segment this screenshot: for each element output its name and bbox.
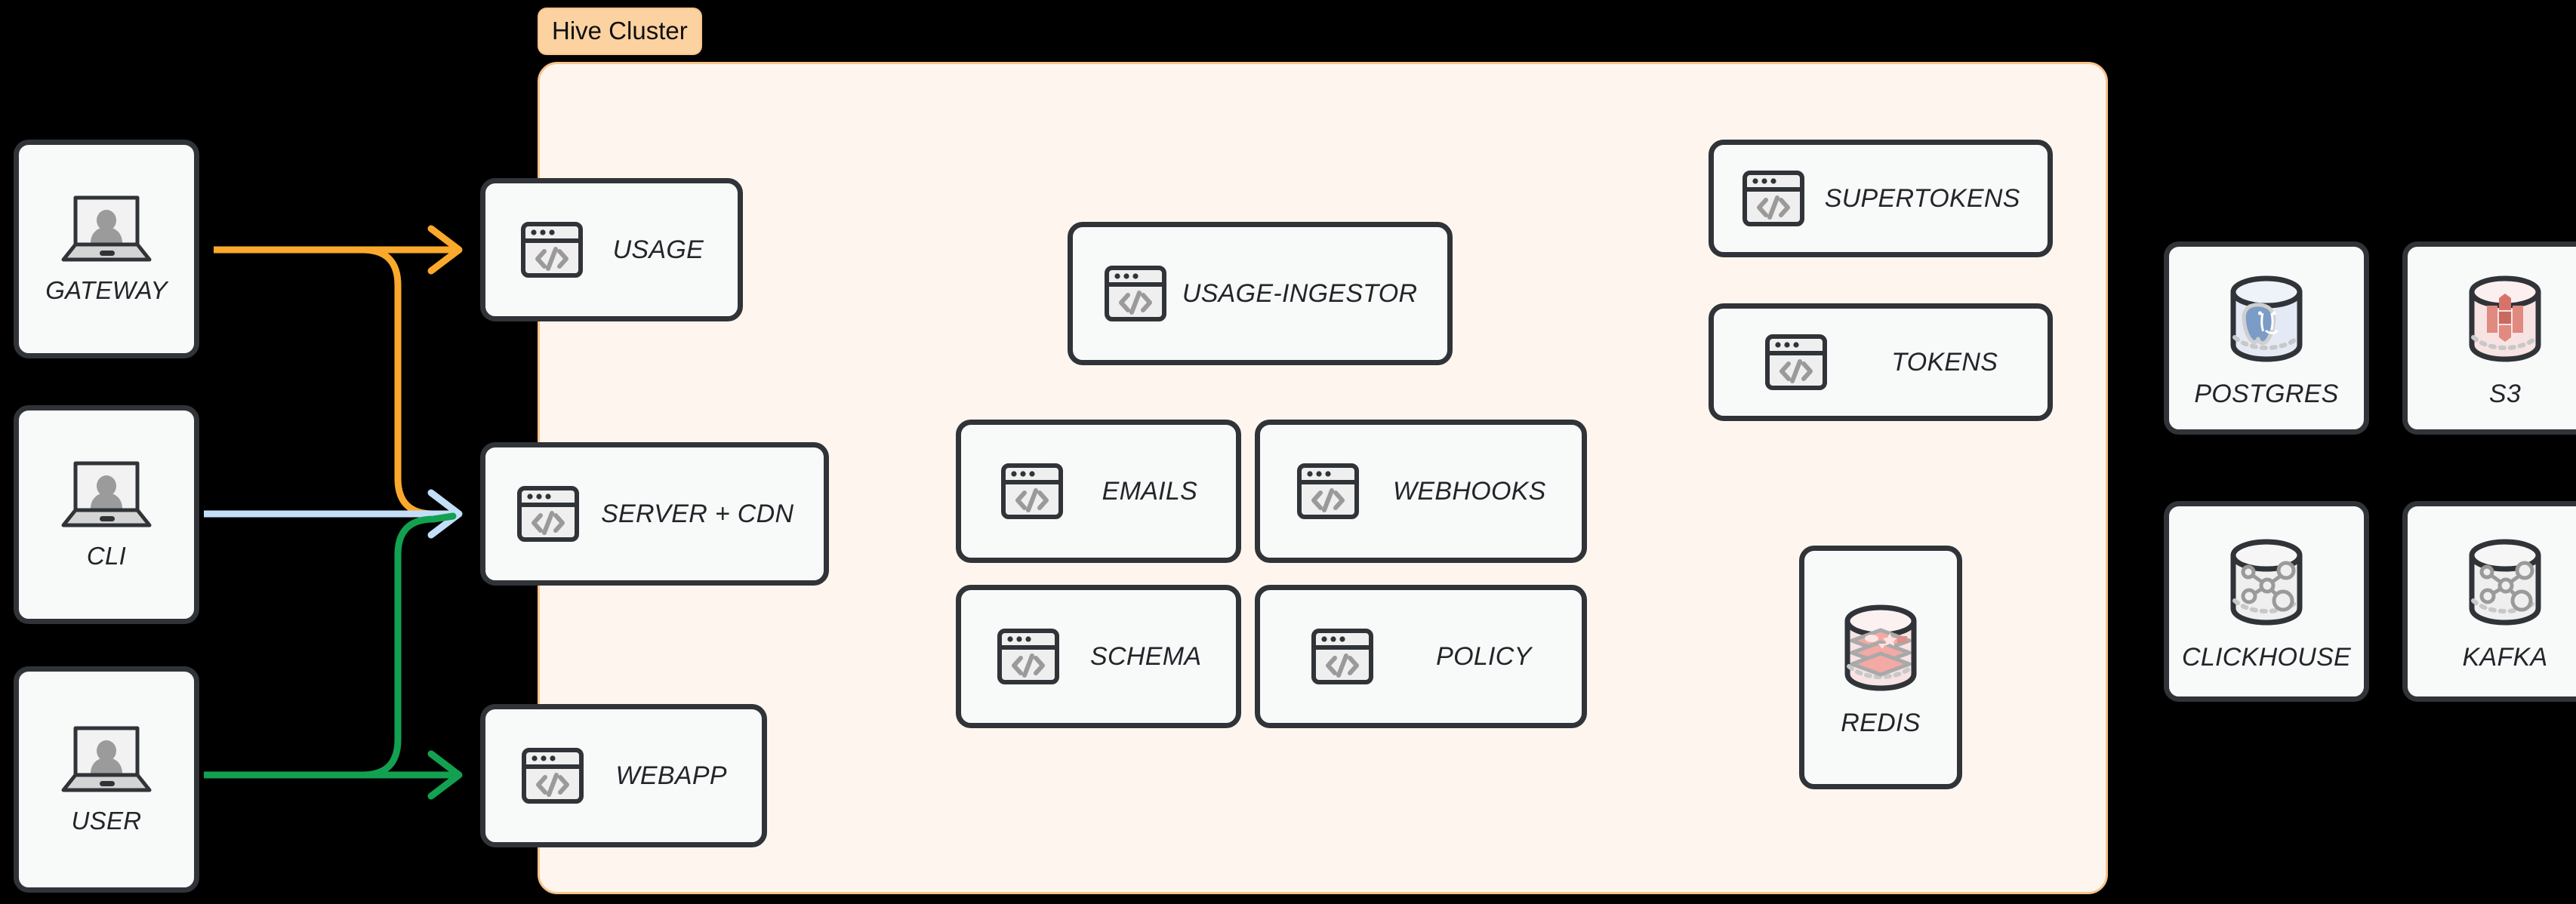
node-label: S3: [2488, 379, 2522, 408]
node-label: SCHEMA: [1090, 641, 1202, 671]
laptop-user-icon: [59, 724, 154, 796]
node-label: CLI: [86, 542, 127, 570]
node-gateway[interactable]: GATEWAY: [14, 140, 199, 358]
node-label: USAGE: [612, 235, 704, 264]
wire-user-to-server-cdn: [359, 512, 457, 779]
node-label: POLICY: [1436, 641, 1532, 671]
node-label: USAGE-INGESTOR: [1182, 278, 1418, 308]
node-redis[interactable]: REDIS: [1799, 546, 1962, 789]
redis-cylinder-icon: [1834, 597, 1927, 698]
node-kafka[interactable]: KAFKA: [2402, 501, 2576, 702]
node-label: REDIS: [1841, 709, 1921, 737]
node-cli[interactable]: CLI: [14, 405, 199, 624]
node-server-cdn[interactable]: SERVER + CDN: [480, 442, 829, 586]
s3-cylinder-icon: [2458, 268, 2552, 369]
node-usage[interactable]: USAGE: [480, 178, 743, 321]
node-label: EMAILS: [1102, 476, 1198, 506]
node-label: CLICKHOUSE: [2181, 642, 2352, 672]
wire-user-to-webapp: [204, 750, 463, 800]
node-webapp[interactable]: WEBAPP: [480, 704, 767, 847]
code-window-icon: [1310, 624, 1375, 689]
node-user[interactable]: USER: [14, 666, 199, 893]
code-window-icon: [1296, 459, 1360, 524]
wire-gateway-to-server-cdn: [359, 246, 457, 518]
node-clickhouse[interactable]: CLICKHOUSE: [2164, 501, 2369, 702]
node-label: WEBHOOKS: [1393, 476, 1546, 506]
network-cylinder-icon: [2458, 531, 2552, 632]
laptop-user-icon: [59, 193, 154, 266]
wire-cli-to-server-cdn: [204, 489, 463, 539]
node-webhooks[interactable]: WEBHOOKS: [1255, 420, 1587, 563]
node-label: SERVER + CDN: [601, 499, 794, 528]
node-postgres[interactable]: POSTGRES: [2164, 241, 2369, 435]
node-supertokens[interactable]: SUPERTOKENS: [1709, 140, 2053, 257]
code-window-icon: [516, 481, 581, 546]
wire-gateway-to-usage: [214, 225, 463, 275]
node-policy[interactable]: POLICY: [1255, 585, 1587, 728]
node-usage-ingestor[interactable]: USAGE-INGESTOR: [1068, 222, 1453, 365]
node-s3[interactable]: S3: [2402, 241, 2576, 435]
code-window-icon: [1764, 330, 1829, 395]
network-cylinder-icon: [2220, 531, 2313, 632]
code-window-icon: [520, 743, 585, 808]
node-label: USER: [71, 807, 142, 835]
cluster-badge: Hive Cluster: [538, 8, 702, 55]
code-window-icon: [519, 217, 584, 282]
node-label: TOKENS: [1891, 347, 1998, 377]
postgres-cylinder-icon: [2220, 268, 2313, 369]
node-label: WEBAPP: [615, 761, 727, 790]
laptop-user-icon: [59, 459, 154, 531]
node-emails[interactable]: EMAILS: [956, 420, 1241, 563]
node-label: KAFKA: [2462, 642, 2548, 672]
node-label: POSTGRES: [2194, 379, 2339, 408]
node-tokens[interactable]: TOKENS: [1709, 303, 2053, 421]
code-window-icon: [1000, 459, 1065, 524]
code-window-icon: [1741, 166, 1806, 231]
node-label: GATEWAY: [45, 276, 168, 304]
node-label: SUPERTOKENS: [1824, 183, 2020, 213]
code-window-icon: [996, 624, 1061, 689]
node-schema[interactable]: SCHEMA: [956, 585, 1241, 728]
code-window-icon: [1103, 261, 1168, 326]
